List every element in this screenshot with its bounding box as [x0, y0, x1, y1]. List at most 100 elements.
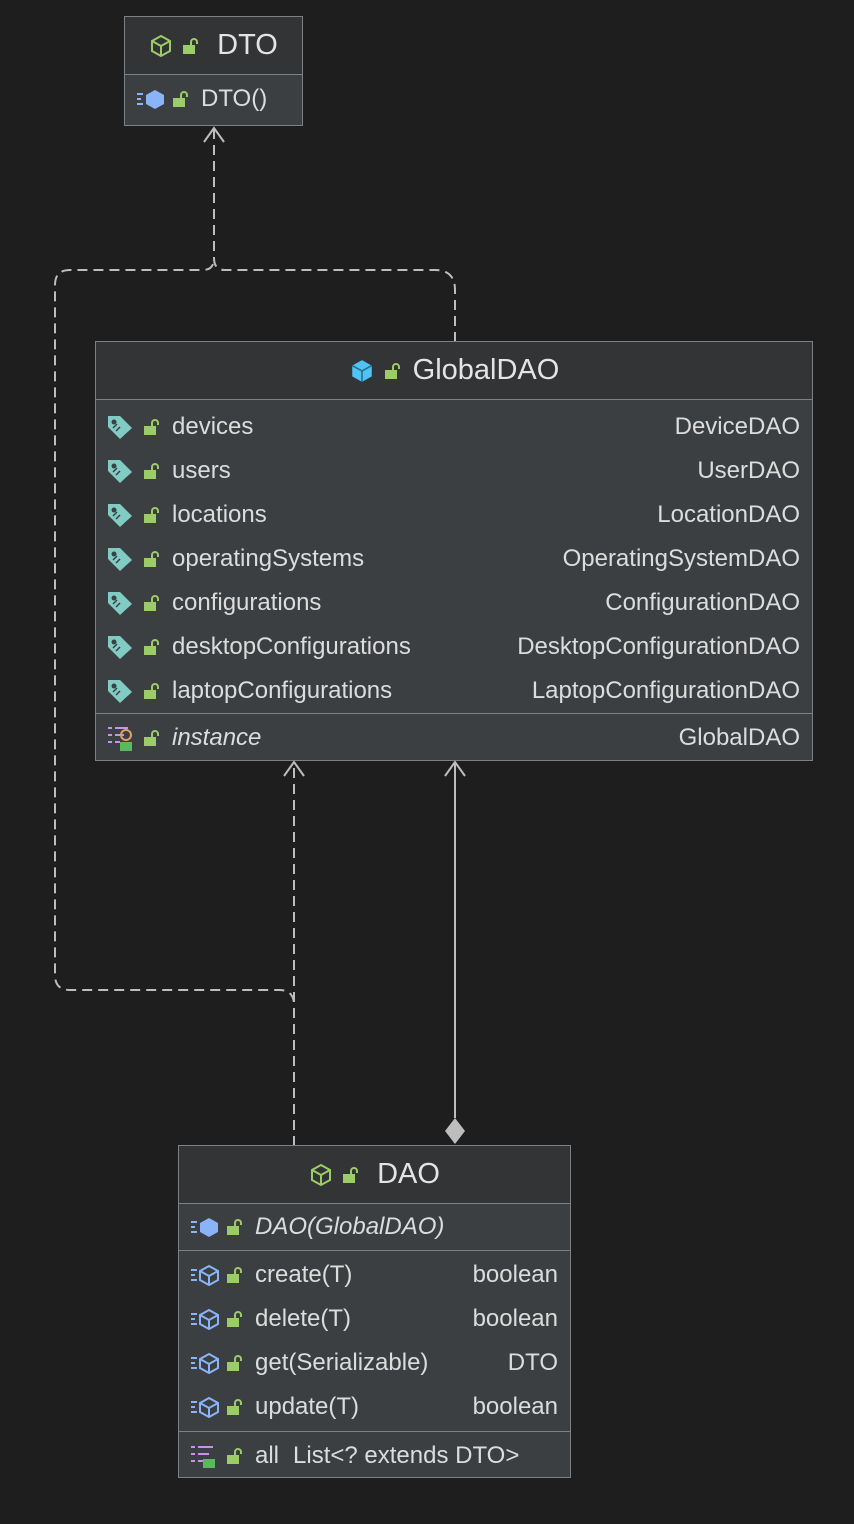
constructors-section: DAO(GlobalDAO): [179, 1204, 570, 1251]
constructor-name: DTO(): [201, 85, 268, 112]
property-row[interactable]: all List<? extends DTO>: [179, 1434, 570, 1478]
static-field-icon: [106, 724, 134, 752]
class-outline-icon: [309, 1163, 333, 1187]
method-name: get(Serializable): [255, 1349, 429, 1376]
class-dao[interactable]: DAO DAO(GlobalDAO) create(T) boolean del…: [178, 1145, 571, 1478]
edge-dao-to-dto: [54, 257, 295, 1146]
lock-open-icon: [341, 1166, 359, 1184]
class-icon: [349, 358, 375, 384]
field-type: DesktopConfigurationDAO: [517, 633, 800, 660]
field-name: operatingSystems: [172, 545, 365, 572]
field-row[interactable]: laptopConfigurations LaptopConfiguration…: [96, 669, 812, 713]
field-row[interactable]: devices DeviceDAO: [96, 405, 812, 449]
properties-section: all List<? extends DTO>: [179, 1432, 570, 1480]
lock-open-icon: [142, 638, 160, 656]
method-row[interactable]: delete(T) boolean: [179, 1297, 570, 1341]
static-field-type: GlobalDAO: [678, 724, 800, 751]
class-globaldao-name: GlobalDAO: [412, 354, 560, 386]
field-tag-icon: [106, 678, 134, 704]
arrowhead-globaldao-comp: [444, 760, 466, 777]
lock-open-icon: [225, 1354, 243, 1372]
method-type: boolean: [472, 1305, 558, 1332]
edge-globaldao-to-dto: [213, 128, 456, 342]
field-name: configurations: [172, 589, 322, 616]
method-row[interactable]: get(Serializable) DTO: [179, 1341, 570, 1385]
lock-open-icon: [142, 506, 160, 524]
field-type: DeviceDAO: [674, 413, 800, 440]
lock-open-icon: [171, 90, 189, 108]
field-name: users: [172, 457, 231, 484]
property-name: all: [255, 1442, 280, 1469]
lock-open-icon: [225, 1310, 243, 1328]
field-tag-icon: [106, 634, 134, 660]
method-type: DTO: [507, 1349, 558, 1376]
field-name: devices: [172, 413, 254, 440]
method-type: boolean: [472, 1393, 558, 1420]
field-row[interactable]: desktopConfigurations DesktopConfigurati…: [96, 625, 812, 669]
method-row[interactable]: create(T) boolean: [179, 1253, 570, 1297]
lock-open-icon: [225, 1447, 243, 1465]
field-tag-icon: [106, 590, 134, 616]
methods-section: create(T) boolean delete(T) boolean get(…: [179, 1251, 570, 1432]
lock-open-icon: [142, 550, 160, 568]
field-tag-icon: [106, 458, 134, 484]
constructor-name: DAO(GlobalDAO): [255, 1213, 445, 1240]
field-row[interactable]: users UserDAO: [96, 449, 812, 493]
class-globaldao[interactable]: GlobalDAO devices DeviceDAO users UserDA…: [95, 341, 813, 761]
class-dto[interactable]: DTO DTO(): [124, 16, 303, 126]
class-dto-header: DTO: [125, 17, 302, 75]
field-tag-icon: [106, 546, 134, 572]
class-dto-name: DTO: [217, 29, 278, 61]
method-name: update(T): [255, 1393, 360, 1420]
class-outline-icon: [149, 34, 173, 58]
constructor-dao[interactable]: DAO(GlobalDAO): [179, 1206, 570, 1248]
lock-open-icon: [225, 1398, 243, 1416]
composition-diamond: [445, 1118, 465, 1144]
lock-open-icon: [383, 362, 401, 380]
method-icon: [135, 88, 167, 110]
property-type: List<? extends DTO>: [293, 1442, 520, 1469]
field-tag-icon: [106, 502, 134, 528]
field-tag-icon: [106, 414, 134, 440]
field-type: LaptopConfigurationDAO: [531, 677, 800, 704]
arrowhead-globaldao-dep: [283, 760, 305, 777]
static-field-name: instance: [172, 724, 262, 751]
fields-section: devices DeviceDAO users UserDAO location…: [96, 400, 812, 714]
class-globaldao-header: GlobalDAO: [96, 342, 812, 400]
abstract-method-icon: [189, 1264, 221, 1286]
lock-open-icon: [142, 594, 160, 612]
method-type: boolean: [472, 1261, 558, 1288]
lock-open-icon: [181, 37, 199, 55]
method-name: create(T): [255, 1261, 353, 1288]
lock-open-icon: [225, 1218, 243, 1236]
static-fields-section: instance GlobalDAO: [96, 714, 812, 762]
lock-open-icon: [142, 418, 160, 436]
field-type: ConfigurationDAO: [605, 589, 800, 616]
property-icon: [189, 1443, 217, 1469]
arrowhead-dto: [203, 126, 225, 143]
method-name: delete(T): [255, 1305, 352, 1332]
method-row[interactable]: update(T) boolean: [179, 1385, 570, 1429]
method-icon: [189, 1216, 221, 1238]
field-row[interactable]: operatingSystems OperatingSystemDAO: [96, 537, 812, 581]
field-name: desktopConfigurations: [172, 633, 411, 660]
field-name: locations: [172, 501, 267, 528]
lock-open-icon: [142, 729, 160, 747]
class-dao-header: DAO: [179, 1146, 570, 1204]
field-name: laptopConfigurations: [172, 677, 393, 704]
abstract-method-icon: [189, 1308, 221, 1330]
abstract-method-icon: [189, 1352, 221, 1374]
field-type: UserDAO: [697, 457, 800, 484]
constructor-dto[interactable]: DTO(): [125, 79, 302, 119]
lock-open-icon: [142, 682, 160, 700]
field-row[interactable]: configurations ConfigurationDAO: [96, 581, 812, 625]
field-row[interactable]: locations LocationDAO: [96, 493, 812, 537]
lock-open-icon: [225, 1266, 243, 1284]
abstract-method-icon: [189, 1396, 221, 1418]
static-field-row[interactable]: instance GlobalDAO: [96, 716, 812, 760]
field-type: OperatingSystemDAO: [562, 545, 800, 572]
class-dao-name: DAO: [377, 1158, 440, 1190]
field-type: LocationDAO: [657, 501, 800, 528]
lock-open-icon: [142, 462, 160, 480]
